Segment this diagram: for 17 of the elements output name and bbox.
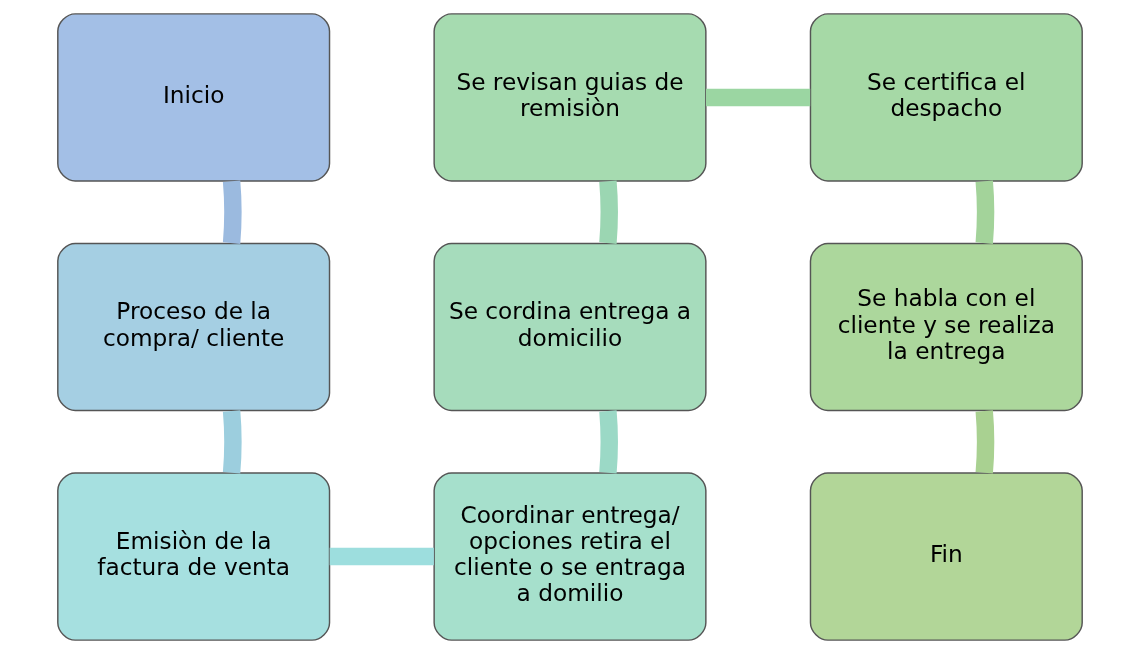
- node-box: Se revisan guias de remisiòn: [432, 13, 707, 182]
- connector: [222, 410, 242, 474]
- connector: [705, 88, 810, 107]
- node-box: Fin: [809, 472, 1083, 641]
- node-box: Se habla con el cliente y se realiza la entrega: [809, 242, 1083, 412]
- connector: [598, 410, 618, 474]
- connector: [329, 547, 434, 566]
- node-box: Se certifica el despacho: [809, 13, 1083, 182]
- node-box: Coordinar entrega/ opciones retira el cliente o se entraga a domilio: [432, 472, 707, 641]
- connector: [975, 410, 994, 474]
- node-box: Emisiòn de la factura de venta: [56, 472, 330, 641]
- connector: [975, 180, 994, 244]
- connector: [222, 180, 242, 244]
- node-box: Proceso de la compra/ cliente: [56, 242, 330, 412]
- node-box: Inicio: [56, 13, 330, 182]
- connector: [598, 180, 618, 244]
- node-box: Se cordina entrega a domicilio: [432, 242, 707, 412]
